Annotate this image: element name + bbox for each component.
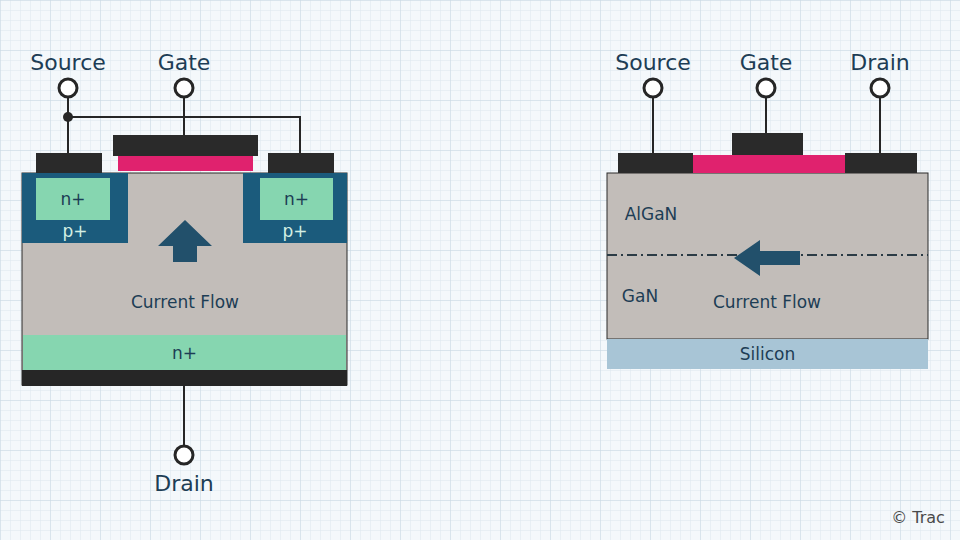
gate-dielectric — [693, 155, 845, 173]
terminal-circle — [644, 79, 662, 97]
gate-metal — [732, 133, 803, 155]
terminal-circle — [175, 79, 193, 97]
drain-wire — [879, 97, 881, 153]
n-source-region: n+ — [260, 178, 333, 220]
terminal-circle — [175, 446, 193, 464]
region-label: n+ — [172, 343, 197, 363]
gate-oxide — [118, 156, 253, 171]
current-flow-label: Current Flow — [131, 292, 239, 312]
gate-metal — [113, 135, 258, 156]
terminal-circle — [59, 79, 77, 97]
p-well: p+ n+ — [243, 173, 347, 243]
drain-wire — [183, 386, 185, 446]
terminal-label: Source — [615, 50, 691, 75]
terminal-label: Gate — [740, 50, 793, 75]
layer-label: AlGaN — [625, 204, 678, 224]
terminal-label: Gate — [158, 50, 211, 75]
n-source-region: n+ — [36, 178, 110, 220]
gate-wire — [765, 97, 767, 133]
layer-label: GaN — [622, 286, 658, 306]
region-label: n+ — [60, 189, 85, 209]
drift-region — [22, 173, 347, 385]
current-flow-label: Current Flow — [713, 292, 821, 312]
current-arrow — [734, 240, 800, 276]
gan-body — [607, 173, 928, 339]
region-label: Silicon — [740, 344, 795, 364]
junction-dot — [63, 112, 73, 122]
drain-metal — [22, 370, 347, 386]
source-wire — [652, 97, 654, 153]
drain-contact — [845, 153, 917, 173]
source-contact — [268, 153, 334, 173]
region-label: p+ — [282, 221, 307, 241]
terminal-circle — [757, 79, 775, 97]
terminal-label: Drain — [850, 50, 910, 75]
p-well: p+ n+ — [22, 173, 128, 243]
hemt-cross-section — [607, 79, 928, 339]
source-contact — [618, 153, 693, 173]
silicon-substrate: Silicon — [607, 339, 928, 369]
gate-wire — [183, 97, 185, 135]
terminal-label: Drain — [154, 471, 214, 496]
region-label: n+ — [284, 189, 309, 209]
source-contact — [36, 153, 102, 173]
n-substrate-layer: n+ — [23, 335, 346, 370]
terminal-circle — [871, 79, 889, 97]
source-wire — [67, 97, 69, 153]
region-label: p+ — [62, 221, 87, 241]
terminal-label: Source — [30, 50, 106, 75]
watermark: © Trac — [891, 508, 945, 527]
current-arrow — [158, 220, 212, 262]
mosfet-cross-section — [22, 79, 347, 464]
